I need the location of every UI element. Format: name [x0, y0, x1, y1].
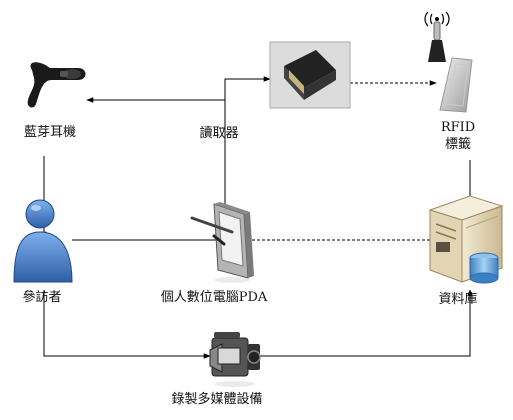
- participant-label: 參訪者: [22, 290, 62, 305]
- pda-icon: [190, 202, 254, 283]
- edge-participant-to-camcorder: [43, 290, 211, 359]
- rfid-tag-label-line1: RFID: [440, 120, 476, 135]
- camcorder-label: 錄製多媒體設備: [171, 392, 263, 407]
- camcorder-icon: [209, 332, 261, 387]
- rfid-tag-label-line2: 標籤: [444, 137, 472, 152]
- pda-label: 個人數位電腦PDA: [160, 290, 268, 305]
- bluetooth-headset-icon: [27, 62, 86, 108]
- database-server-icon: [428, 195, 504, 284]
- card-reader-icon: [269, 41, 351, 109]
- person-icon: [13, 199, 73, 283]
- edge-pda-to-reader: [224, 76, 271, 220]
- database-label: 資料庫: [438, 292, 478, 307]
- headset-label: 藍芽耳機: [23, 125, 77, 140]
- rfid-tag-icon: [424, 11, 473, 113]
- edge-camcorder-to-database: [258, 289, 473, 357]
- reader-label: 讀取器: [199, 126, 239, 141]
